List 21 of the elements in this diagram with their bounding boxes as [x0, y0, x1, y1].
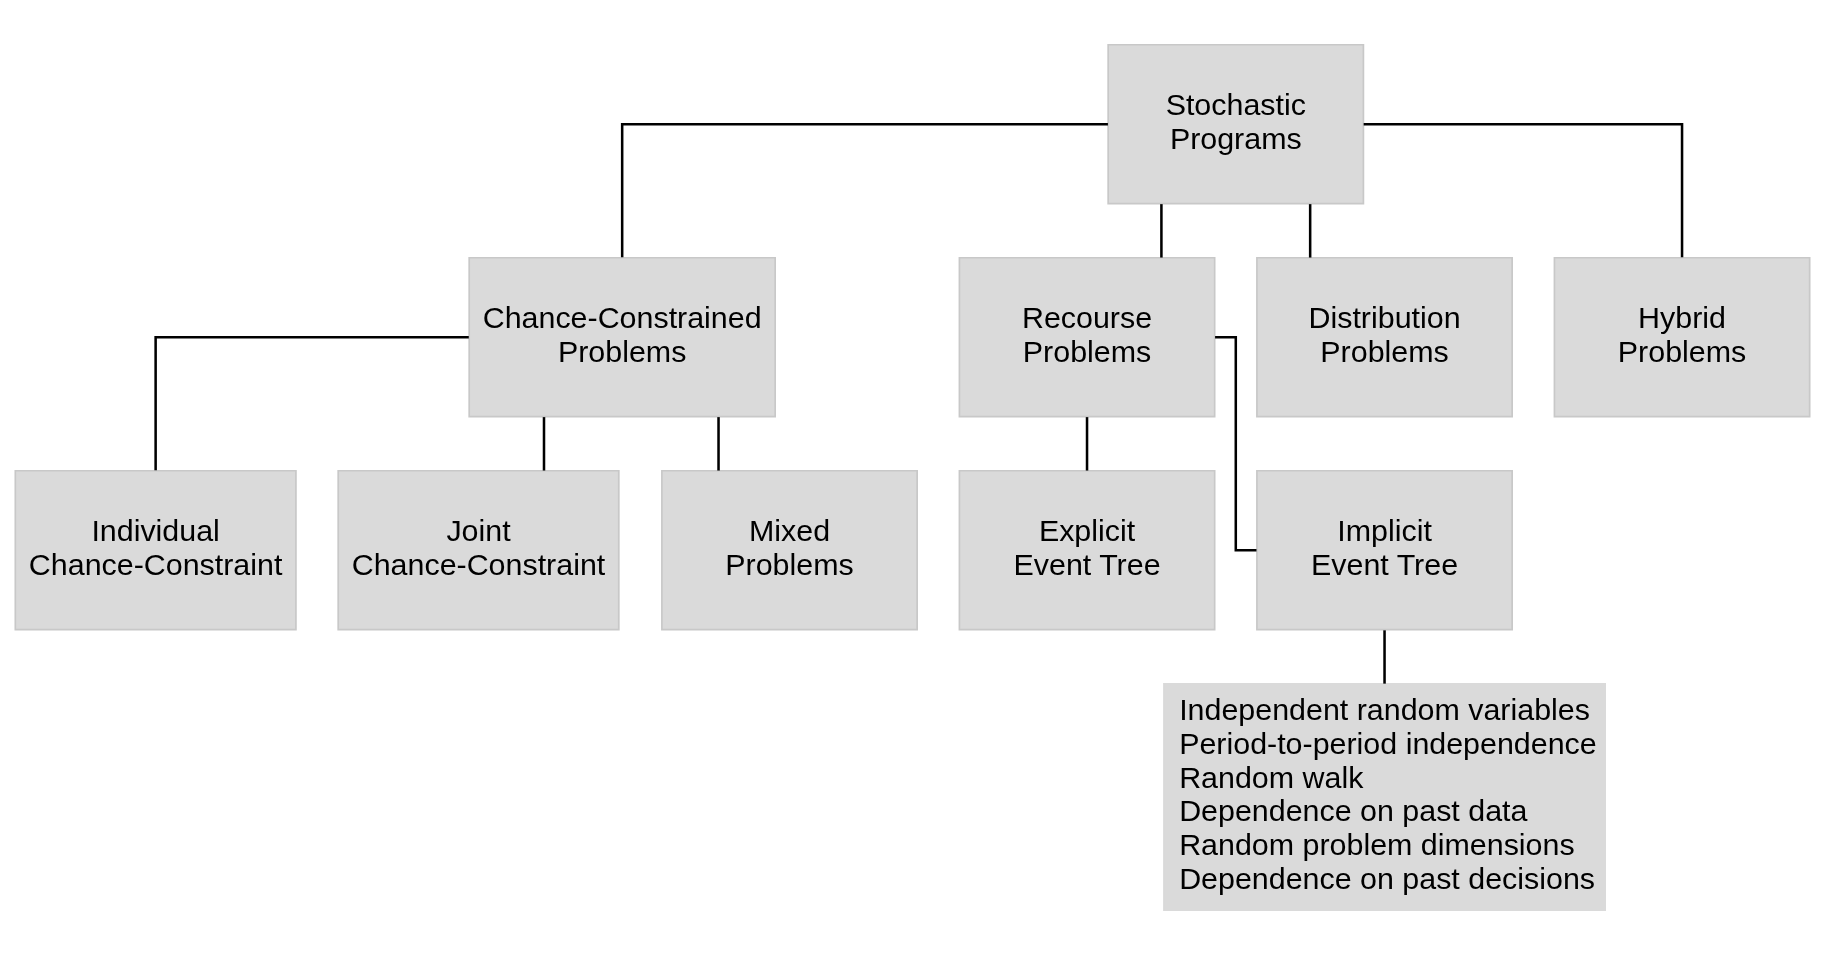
connector	[620, 122, 1108, 257]
node-box: Independent random variables Period-to-period independence Random walk Dependence on past data Random problem dimensions Dependence on past decisions	[1163, 682, 1606, 911]
node-box: Implicit Event Tree	[1256, 469, 1513, 630]
connector	[1383, 629, 1386, 684]
node-box: Hybrid Problems	[1553, 256, 1811, 417]
node-box: Mixed Problems	[661, 469, 918, 630]
node-box: Individual Chance-Constraint	[14, 469, 297, 630]
connector	[1160, 203, 1163, 258]
connector	[1363, 122, 1684, 257]
connector	[1215, 335, 1257, 551]
connector	[154, 335, 469, 470]
node-box: Explicit Event Tree	[958, 469, 1216, 630]
node-box: Stochastic Programs	[1107, 43, 1365, 204]
connector	[542, 416, 546, 471]
node-box: Recourse Problems	[958, 256, 1216, 417]
node-box: Distribution Problems	[1256, 256, 1513, 417]
connector	[717, 416, 720, 471]
connector	[1308, 203, 1312, 258]
connector	[1085, 416, 1089, 471]
node-box: Joint Chance-Constraint	[337, 469, 620, 630]
node-box: Chance-Constrained Problems	[468, 256, 776, 417]
